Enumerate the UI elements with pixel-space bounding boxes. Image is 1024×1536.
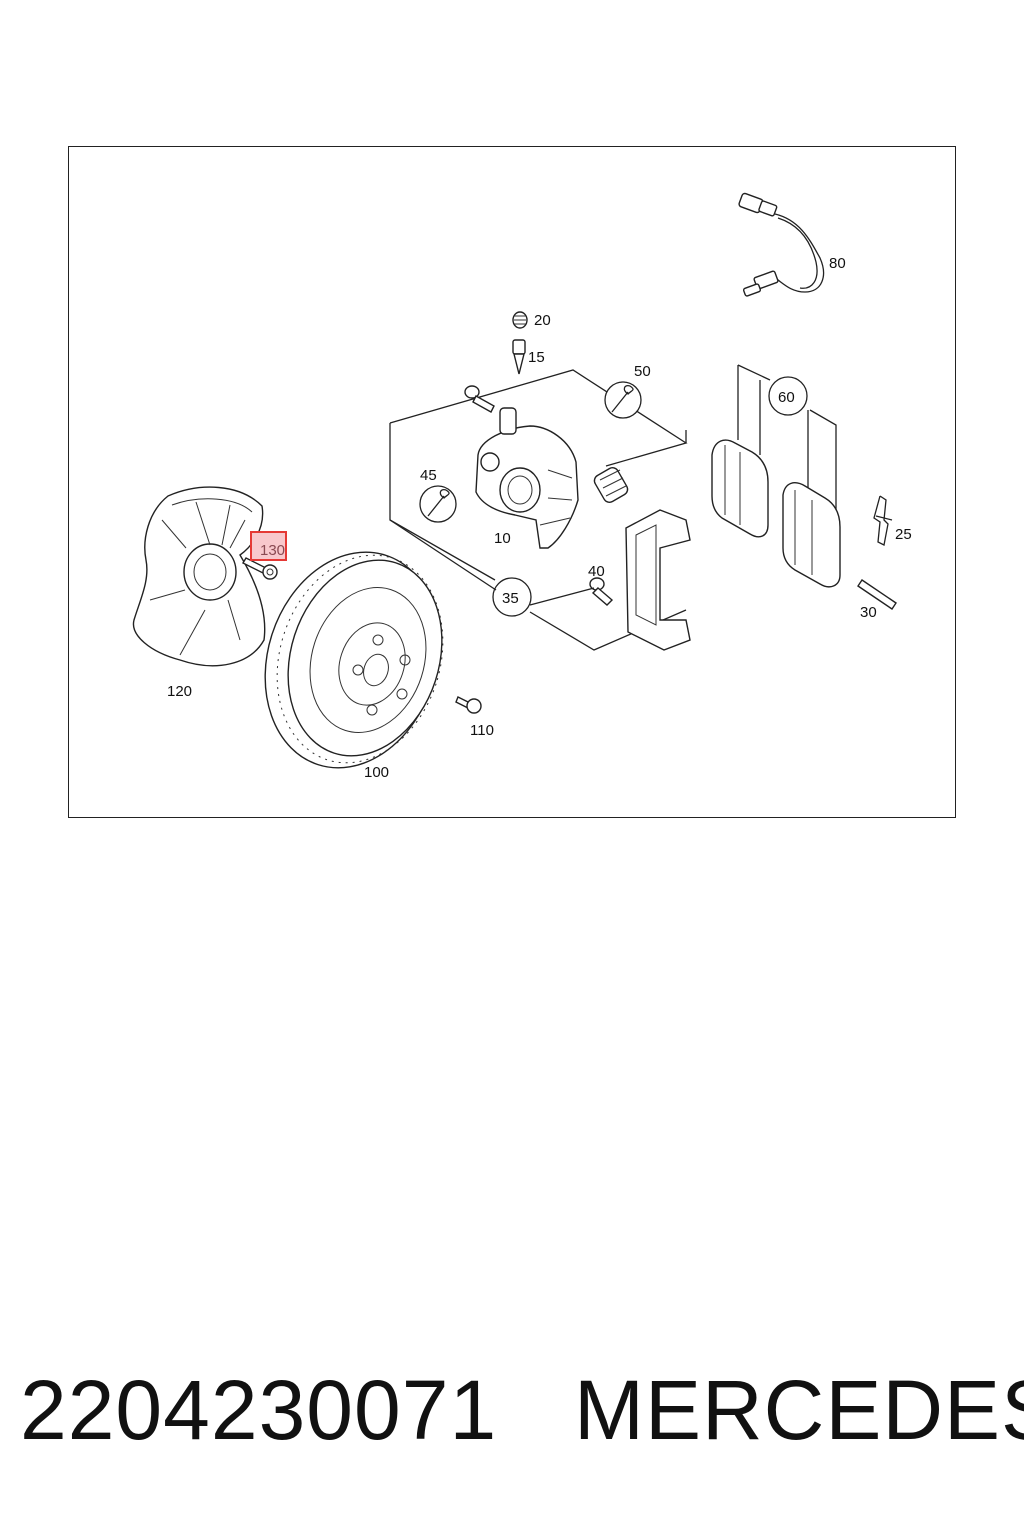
brake-disc-100: [264, 551, 444, 769]
callout-50: 50: [634, 363, 651, 380]
bleeder-cap-20: [512, 311, 528, 329]
brand-name: MERCEDES: [574, 1363, 1024, 1457]
callout-120: 120: [167, 683, 192, 700]
guide-pin: [593, 467, 629, 503]
brake-caliper-10: [475, 407, 579, 549]
bolt-130: [242, 557, 278, 580]
callout-15: 15: [528, 349, 545, 366]
brake-pads-60: [711, 364, 841, 588]
diagram-frame: [68, 146, 956, 818]
caliper-bracket: [625, 509, 691, 651]
highlight-box-130: [250, 531, 287, 561]
callout-45: 45: [420, 467, 437, 484]
callout-110: 110: [470, 722, 494, 739]
pin-30: [857, 579, 897, 610]
bolt-110: [455, 696, 482, 714]
callout-60: 60: [778, 389, 795, 406]
leader-35: [389, 519, 497, 591]
spring-clip-25: [873, 495, 893, 546]
callout-130: 130: [260, 542, 285, 559]
callout-25: 25: [895, 526, 912, 543]
wrench-symbol-50: [604, 381, 642, 419]
bleeder-valve-15: [512, 339, 526, 375]
caliper-bolt-top: [464, 385, 495, 413]
callout-30: 30: [860, 604, 877, 621]
bolt-40: [589, 577, 614, 606]
callout-10: 10: [494, 530, 511, 547]
wear-sensor-80: [738, 192, 825, 297]
part-number: 2204230071: [20, 1363, 498, 1457]
callout-80: 80: [829, 255, 846, 272]
callout-circle-35: [492, 577, 532, 617]
leader-35-b: [529, 587, 595, 606]
callout-20: 20: [534, 312, 551, 329]
callout-35: 35: [502, 590, 519, 607]
wrench-symbol-45: [419, 485, 457, 523]
callout-circle-60: [768, 376, 808, 416]
dust-shield-120: [132, 486, 266, 667]
callout-100: 100: [364, 764, 389, 781]
callout-40: 40: [588, 563, 605, 580]
